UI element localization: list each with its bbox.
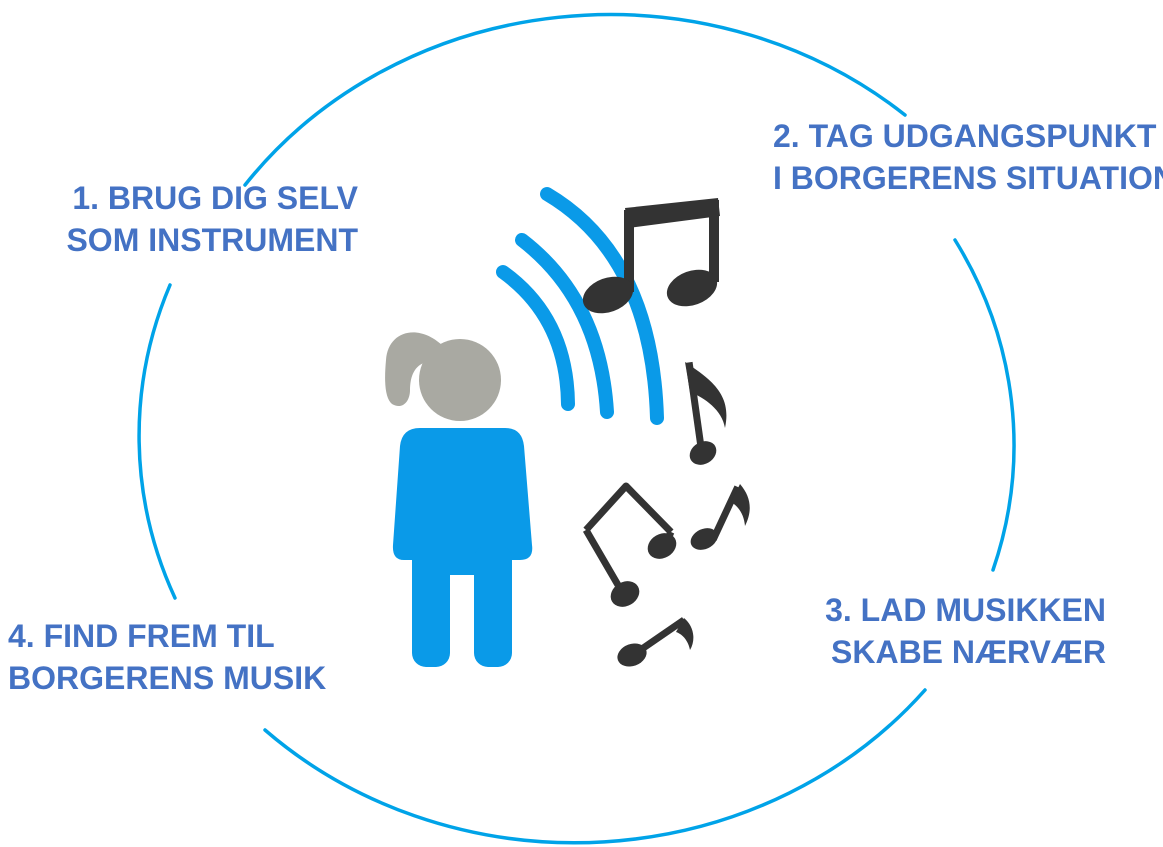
music-note-icon xyxy=(685,361,727,465)
cycle-ring xyxy=(137,12,1016,845)
ring-segment-right xyxy=(953,238,1016,572)
person-torso xyxy=(392,428,533,575)
person-leg-right xyxy=(474,545,512,667)
music-note-icon xyxy=(617,617,694,667)
step-3-line-1: 3. LAD MUSIKKEN xyxy=(825,592,1106,628)
person-head xyxy=(419,339,501,421)
music-note-icon xyxy=(582,482,677,607)
music-note-icon xyxy=(690,484,750,550)
person-ponytail xyxy=(385,332,445,407)
ring-segment-top xyxy=(243,12,907,187)
step-4-line-1: 4. FIND FREM TIL xyxy=(8,618,275,654)
music-note-icon xyxy=(582,198,720,314)
step-2-line-1: 2. TAG UDGANGSPUNKT xyxy=(773,118,1157,154)
step-3-line-2: SKABE NÆRVÆR xyxy=(831,634,1106,670)
step-2-label: 2. TAG UDGANGSPUNKT I BORGERENS SITUATIO… xyxy=(773,115,1163,199)
ring-segment-left xyxy=(137,283,177,600)
person-leg-left xyxy=(412,545,450,667)
sound-wave-inner xyxy=(496,265,575,411)
ring-segment-bottom xyxy=(263,688,927,845)
step-1-line-1: 1. BRUG DIG SELV xyxy=(72,180,358,216)
step-4-label: 4. FIND FREM TIL BORGERENS MUSIK xyxy=(8,615,338,699)
step-1-label: 1. BRUG DIG SELV SOM INSTRUMENT xyxy=(62,177,358,261)
step-4-line-2: BORGERENS MUSIK xyxy=(8,660,327,696)
music-notes xyxy=(582,198,750,667)
person-icon xyxy=(385,332,533,667)
sound-wave-middle xyxy=(515,233,614,419)
step-1-line-2: SOM INSTRUMENT xyxy=(66,222,358,258)
step-3-label: 3. LAD MUSIKKEN SKABE NÆRVÆR xyxy=(808,589,1106,673)
step-2-line-2: I BORGERENS SITUATION xyxy=(773,160,1163,196)
